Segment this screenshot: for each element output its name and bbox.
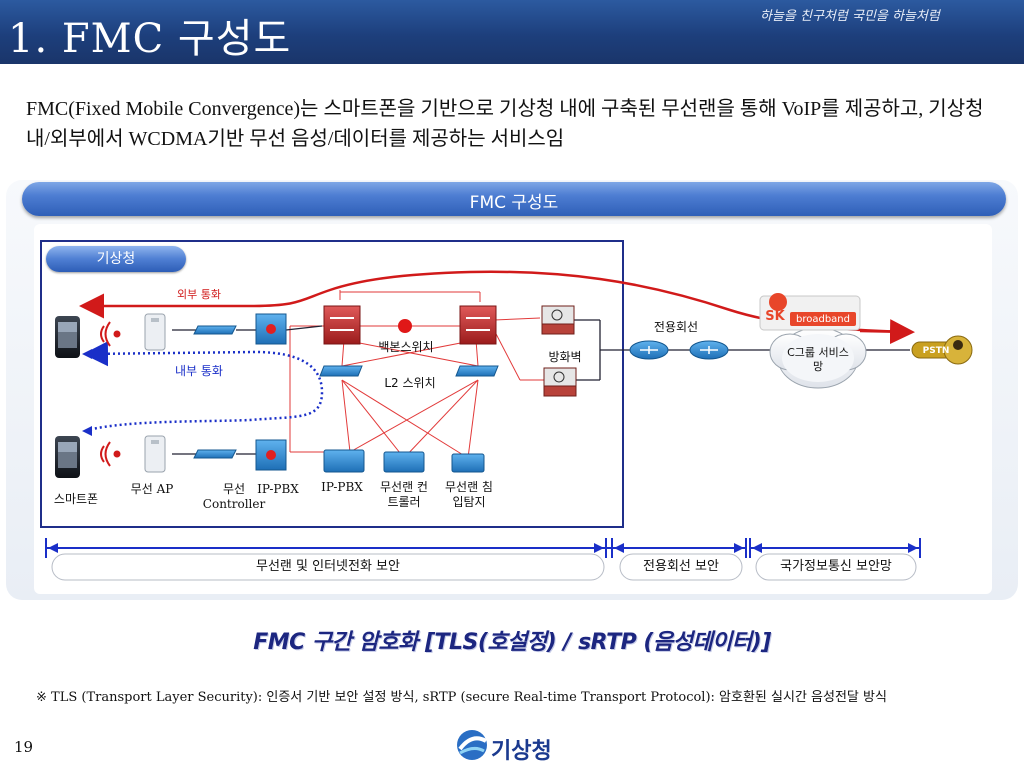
ip-pbx-label-2: IP-PBX	[321, 480, 363, 494]
kma-logo-icon	[457, 730, 487, 760]
smartphone-bottom-icon	[55, 436, 80, 478]
backbone-link-dot	[398, 319, 412, 333]
wifi-signal-top-icon	[100, 321, 121, 347]
wireless-controller-icon	[193, 449, 237, 459]
wlan-ips-icon	[451, 453, 485, 473]
zone-2-pill	[619, 553, 743, 581]
firewall-label: 방화벽	[548, 350, 582, 364]
wlan-ips-label: 무선랜 침입탐지	[445, 480, 493, 509]
wireless-controller-label: 무선 Controller	[202, 482, 266, 511]
wlan-controller-label: 무선랜 컨트롤러	[380, 480, 428, 509]
smartphone-label: 스마트폰	[53, 492, 99, 506]
intro-paragraph: FMC(Fixed Mobile Convergence)는 스마트폰을 기반으…	[26, 98, 984, 150]
slogan-text: 하늘을 친구처럼 국민을 하늘처럼	[760, 9, 940, 24]
l2-switch-left-icon	[319, 365, 363, 377]
backbone-switch-label: 백본스위치	[378, 340, 434, 354]
slide-title: 1. FMC 구성도	[8, 16, 292, 62]
ip-pbx-bottom-icon	[255, 439, 287, 471]
wireless-ap-label: 무선 AP	[130, 482, 174, 496]
ip-pbx-top-icon	[255, 313, 287, 345]
security-zone-brackets	[45, 538, 921, 558]
footer-logo-text: 기상청	[491, 739, 552, 764]
kma-network-box	[40, 240, 624, 528]
firewall-top-icon	[541, 305, 575, 335]
wlan-controller-icon	[383, 451, 425, 473]
wireless-ap-top-icon	[144, 313, 166, 351]
sk-broadband-logo	[759, 293, 861, 331]
zone-3-pill	[755, 553, 917, 581]
ip-pbx-appliance-icon	[323, 449, 365, 473]
switch-top-icon	[193, 325, 237, 335]
zone-1-pill	[51, 553, 605, 581]
c-group-label: C그룹 서비스망	[787, 346, 849, 373]
internal-call-label: 내부 통화	[175, 364, 223, 378]
external-call-label: 외부 통화	[177, 288, 221, 301]
backbone-switch-right-icon	[459, 305, 497, 345]
pstn-label: PSTN	[922, 346, 950, 356]
firewall-bottom-icon	[543, 367, 577, 397]
backbone-switch-left-icon	[323, 305, 361, 345]
pstn-icon	[911, 335, 973, 365]
title-bar	[0, 0, 1024, 64]
c-group-cloud-icon	[769, 327, 867, 389]
diagram-banner-title: FMC 구성도	[469, 193, 559, 213]
dark-links	[172, 319, 910, 455]
l2-switch-label: L2 스위치	[384, 376, 436, 390]
zone-2-label: 전용회선 보안	[643, 559, 719, 574]
wireless-ap-bottom-icon	[144, 435, 166, 473]
broadband-text: broadband	[796, 314, 850, 325]
kma-label: 기상청	[46, 246, 186, 272]
smartphone-top-icon	[55, 316, 80, 358]
zone-3-label: 국가정보통신 보안망	[780, 559, 892, 574]
router-right-icon	[689, 340, 729, 360]
encryption-headline: FMC 구간 암호화 [TLS(호설정) / sRTP (음성데이터)]	[253, 630, 771, 655]
sk-brand-text: SK	[765, 309, 785, 324]
l2-switch-right-icon	[455, 365, 499, 377]
wifi-signal-bottom-icon	[100, 441, 121, 467]
ip-pbx-label-1: IP-PBX	[257, 482, 299, 496]
page-number: 19	[14, 738, 34, 756]
diagram-banner	[22, 182, 1006, 216]
dedicated-line-label: 전용회선	[653, 320, 699, 334]
router-left-icon	[629, 340, 669, 360]
zone-1-label: 무선랜 및 인터넷전화 보안	[256, 559, 400, 574]
footnote: ※ TLS (Transport Layer Security): 인증서 기반…	[36, 690, 887, 705]
